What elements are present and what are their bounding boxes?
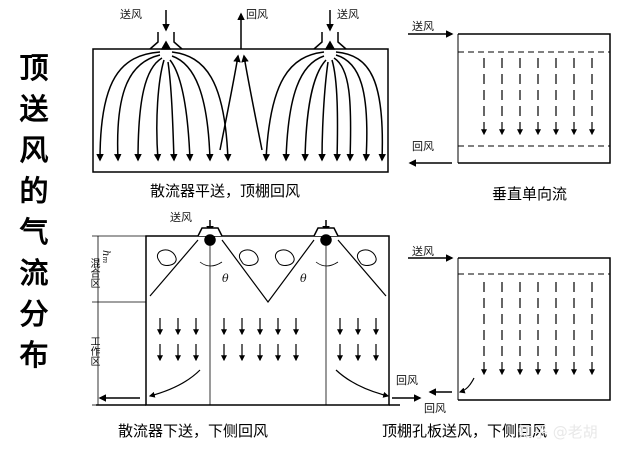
supply-label: 送风 [412, 20, 434, 33]
height-label: hm [100, 250, 111, 264]
title-char: 风 [19, 133, 49, 167]
title-char: 顶 [19, 51, 49, 85]
return-label: 回风 [246, 8, 268, 21]
angle-label: θ [222, 272, 229, 285]
watermark: 知乎 @老胡 [518, 423, 598, 441]
caption-down-diffuser: 散流器下送，下侧回风 [118, 422, 269, 440]
title-char: 分 [19, 297, 49, 331]
caption-perforated-ceiling: 顶棚孔板送风，下侧回风 [382, 422, 548, 440]
diagram-flat-diffuser [92, 10, 389, 173]
supply-label: 送风 [337, 8, 359, 21]
return-label: 回风 [424, 402, 446, 415]
diagram-perforated-ceiling [408, 254, 611, 401]
caption-vertical-flow: 垂直单向流 [492, 185, 568, 203]
work-zone-label: 工作区 [88, 336, 99, 366]
diagram-down-diffuser [92, 220, 422, 406]
title-char: 送 [19, 92, 49, 126]
return-label: 回风 [412, 140, 434, 153]
supply-label: 送风 [120, 8, 142, 21]
title-char: 流 [19, 256, 49, 290]
supply-label: 送风 [170, 211, 192, 224]
angle-label: θ [300, 272, 307, 285]
title-char: 的 [19, 174, 49, 208]
title-char: 布 [19, 338, 49, 372]
title-char: 气 [19, 215, 49, 249]
mix-zone-label: 混合区 [88, 258, 99, 288]
return-label: 回风 [396, 374, 418, 387]
supply-label: 送风 [412, 245, 434, 258]
vertical-title: 顶 送 风 的 气 流 分 布 [14, 48, 54, 376]
diagram-vertical-flow [408, 30, 611, 167]
caption-flat-diffuser: 散流器平送，顶棚回风 [150, 182, 301, 200]
